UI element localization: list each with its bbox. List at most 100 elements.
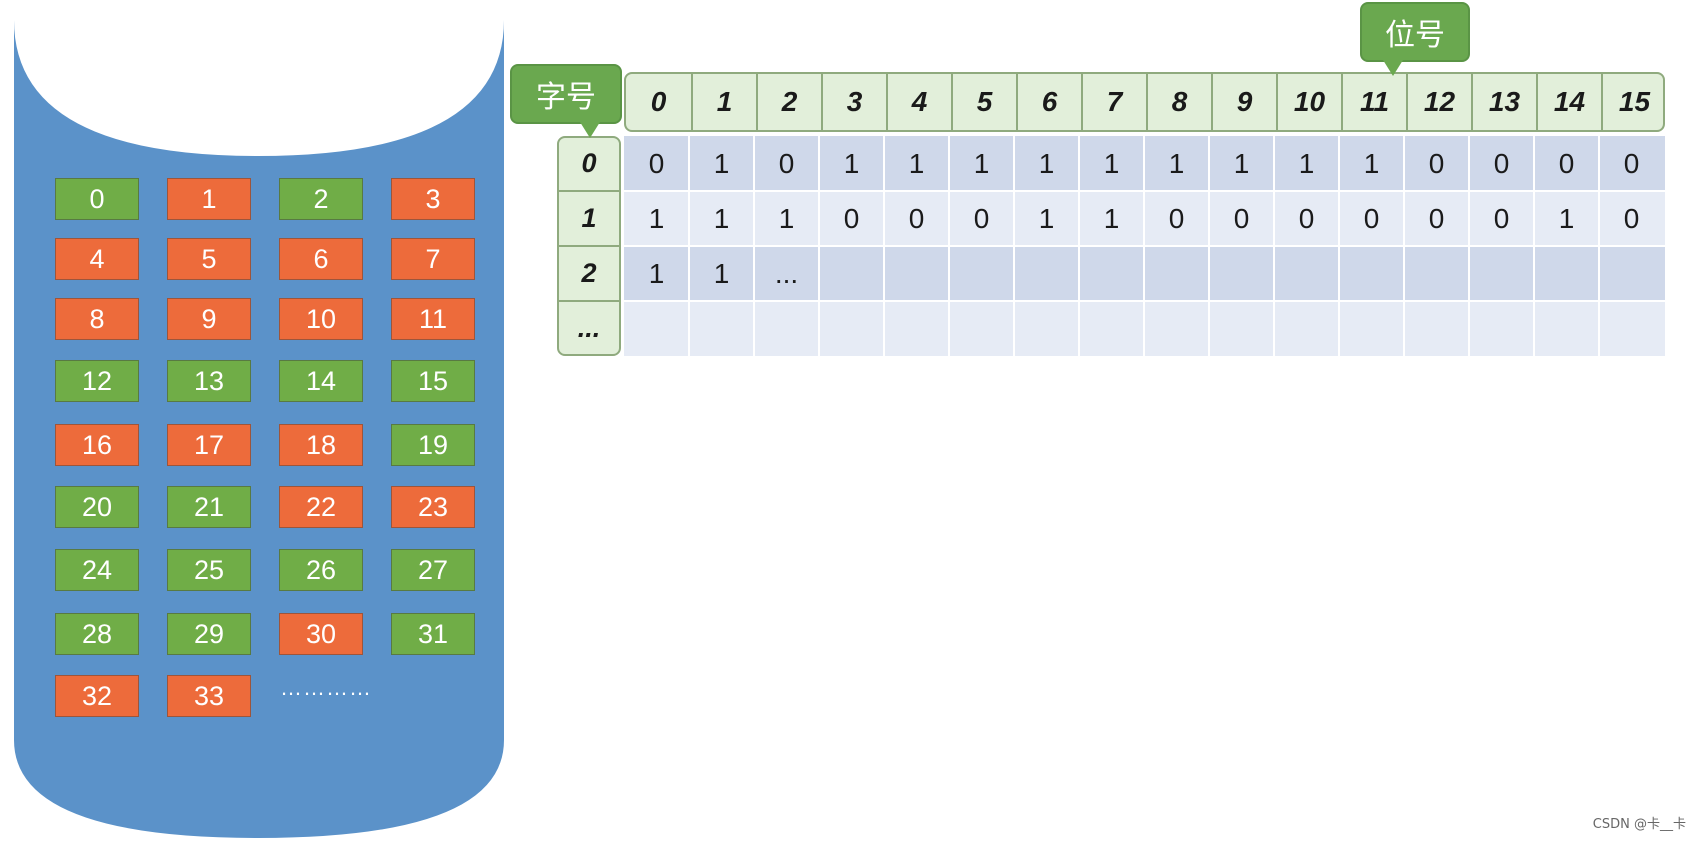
disk-block-2: 2 — [279, 178, 363, 220]
bitmap-cell — [1144, 301, 1209, 356]
bitmap-cell — [1014, 246, 1079, 301]
disk-block-25: 25 — [167, 549, 251, 591]
bitmap-cell: 0 — [973, 202, 990, 234]
bitmap-cell: 0 — [1363, 202, 1380, 234]
disk-block-21: 21 — [167, 486, 251, 528]
word-header-separator — [559, 190, 619, 192]
bit-header-8: 8 — [1146, 74, 1211, 130]
bitmap-cell: 0 — [1298, 202, 1315, 234]
bitmap-cell: 1 — [713, 147, 730, 179]
disk-block-13: 13 — [167, 360, 251, 402]
bit-header-2: 2 — [756, 74, 821, 130]
bitmap-cell — [1534, 301, 1599, 356]
bitmap-cell: 1 — [1103, 147, 1120, 179]
disk-block-22: 22 — [279, 486, 363, 528]
bitmap-cell — [1534, 246, 1599, 301]
disk-ellipsis: ………… — [280, 675, 372, 700]
disk-block-28: 28 — [55, 613, 139, 655]
bit-header-15: 15 — [1601, 74, 1666, 130]
bitmap-cell — [819, 246, 884, 301]
bitmap-cell — [1404, 246, 1469, 301]
bitmap-cell — [1079, 301, 1144, 356]
bitmap-cell — [754, 301, 819, 356]
bitmap-cell: 0 — [1233, 202, 1250, 234]
bitmap-cell — [949, 246, 1014, 301]
word-header-1: 1 — [581, 203, 597, 233]
disk-block-27: 27 — [391, 549, 475, 591]
bit-header-11: 11 — [1341, 74, 1406, 130]
watermark: CSDN @卡__卡 — [1592, 817, 1686, 832]
disk-block-29: 29 — [167, 613, 251, 655]
bitmap-cell: 1 — [1038, 147, 1055, 179]
word-header-3: ... — [577, 313, 601, 343]
disk-block-24: 24 — [55, 549, 139, 591]
bitmap-cell — [1339, 246, 1404, 301]
bitmap-cell: 0 — [1428, 147, 1445, 179]
bitmap-cell — [1404, 301, 1469, 356]
bit-header-4: 4 — [886, 74, 951, 130]
disk-block-19: 19 — [391, 424, 475, 466]
disk-block-20: 20 — [55, 486, 139, 528]
bitmap-row-separator — [624, 190, 1665, 192]
word-header-separator — [559, 245, 619, 247]
bitmap-cell — [1599, 246, 1664, 301]
bitmap-cell: 0 — [648, 147, 665, 179]
disk-block-9: 9 — [167, 298, 251, 340]
bit-header-3: 3 — [821, 74, 886, 130]
bitmap-cell: 1 — [778, 202, 795, 234]
bit-header-10: 10 — [1276, 74, 1341, 130]
bitmap-cell — [1274, 246, 1339, 301]
word-header-separator — [559, 300, 619, 302]
bitmap-cell: 1 — [648, 257, 665, 289]
bitmap-cell: 1 — [1038, 202, 1055, 234]
bitmap-cell: 0 — [1558, 147, 1575, 179]
bit-header-6: 6 — [1016, 74, 1081, 130]
bitmap-cell — [1144, 246, 1209, 301]
bit-header-0: 0 — [650, 86, 667, 117]
bitmap-cell: 1 — [648, 202, 665, 234]
bit-number-callout: 位号 — [1360, 2, 1470, 76]
disk-block-11: 11 — [391, 298, 475, 340]
disk-block-3: 3 — [391, 178, 475, 220]
disk-block-16: 16 — [55, 424, 139, 466]
bit-header-5: 5 — [951, 74, 1016, 130]
disk-block-7: 7 — [391, 238, 475, 280]
bitmap-cell: ... — [774, 257, 799, 289]
bitmap-cell — [1469, 246, 1534, 301]
bitmap-cell: 1 — [713, 202, 730, 234]
bit-header-9: 9 — [1211, 74, 1276, 130]
bit-header-1: 1 — [691, 74, 756, 130]
disk-block-30: 30 — [279, 613, 363, 655]
disk-cylinder — [14, 20, 504, 838]
bitmap-cell: 1 — [713, 257, 730, 289]
bit-header-14: 14 — [1536, 74, 1601, 130]
bitmap-cell — [1274, 301, 1339, 356]
bitmap-cell — [1599, 301, 1664, 356]
bitmap-cell — [884, 246, 949, 301]
bit-header-7: 7 — [1081, 74, 1146, 130]
bitmap-cell: 0 — [1493, 147, 1510, 179]
word-number-callout: 字号 — [510, 64, 622, 138]
bitmap-cell: 0 — [1623, 147, 1640, 179]
disk-block-26: 26 — [279, 549, 363, 591]
bitmap-cell: 0 — [843, 202, 860, 234]
bitmap-cell: 1 — [1558, 202, 1575, 234]
disk-block-18: 18 — [279, 424, 363, 466]
bitmap-cell — [1079, 246, 1144, 301]
disk-block-5: 5 — [167, 238, 251, 280]
disk-block-8: 8 — [55, 298, 139, 340]
bitmap-cell: 1 — [908, 147, 925, 179]
bitmap-cell: 1 — [973, 147, 990, 179]
disk-block-15: 15 — [391, 360, 475, 402]
bitmap-cell — [624, 301, 689, 356]
bit-header-row — [624, 72, 1665, 132]
bitmap-cell: 1 — [1233, 147, 1250, 179]
bit-header-12: 12 — [1406, 74, 1471, 130]
bitmap-cell — [949, 301, 1014, 356]
disk-block-1: 1 — [167, 178, 251, 220]
bitmap-cell: 1 — [1168, 147, 1185, 179]
disk-block-6: 6 — [279, 238, 363, 280]
bitmap-cell — [1209, 301, 1274, 356]
disk-block-32: 32 — [55, 675, 139, 717]
word-header-2: 2 — [581, 258, 597, 288]
